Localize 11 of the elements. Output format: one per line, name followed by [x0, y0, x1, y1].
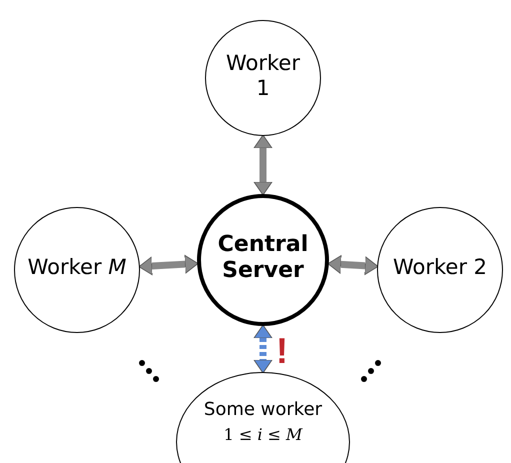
double-arrow [254, 134, 272, 196]
double-arrow [328, 255, 378, 276]
node-label: Worker 2 [392, 255, 488, 281]
node-label: Some worker [204, 399, 322, 421]
warning-mark: ! [276, 330, 288, 372]
double-arrow [254, 324, 272, 374]
node-label: Worker 1 [225, 50, 301, 102]
node-label: Central Server [216, 232, 310, 284]
double-arrow [138, 254, 198, 276]
node-label: Worker M [28, 255, 126, 281]
index-range: 1 ≤ i ≤ M [224, 424, 302, 444]
